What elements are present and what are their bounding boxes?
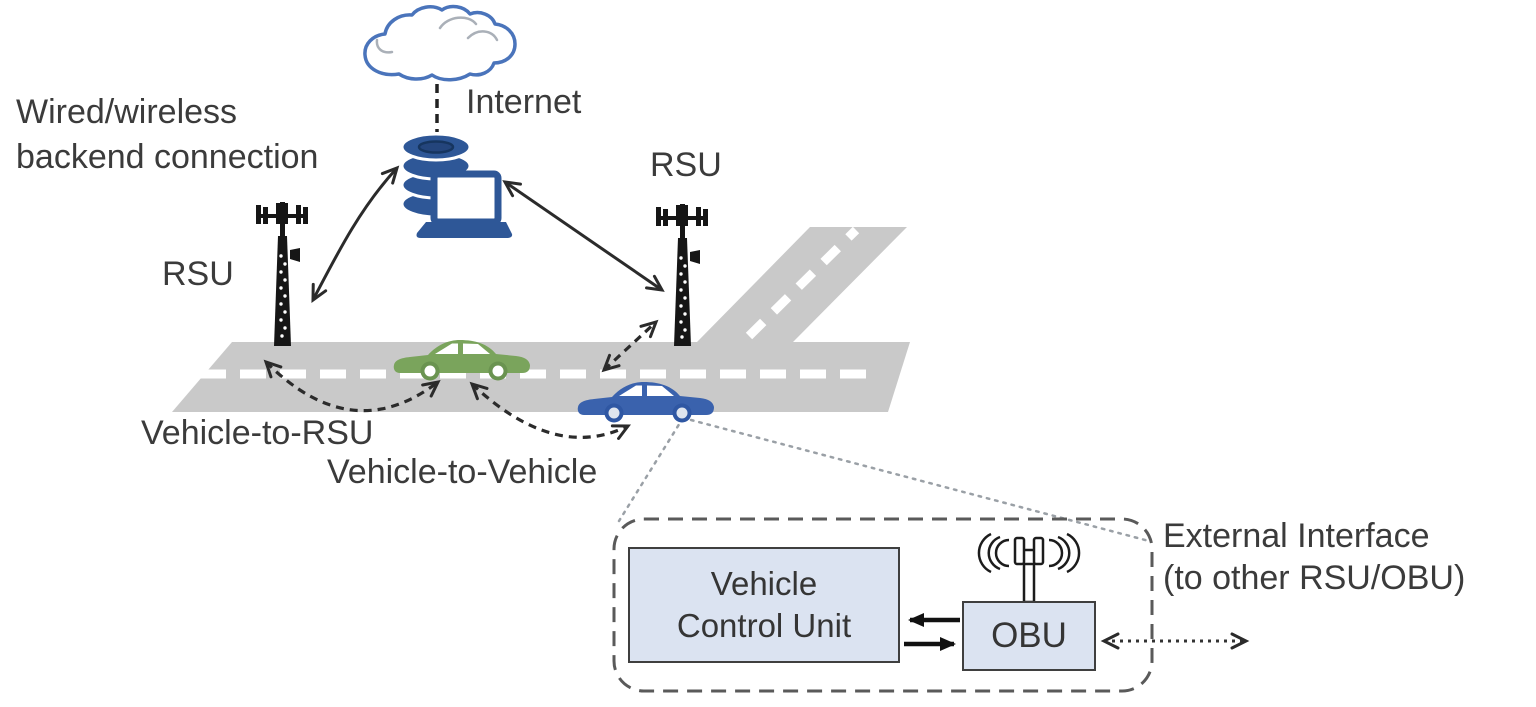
backend-database-icon [400,132,513,238]
vehicle-to-vehicle-arrow [469,381,632,440]
vehicle-to-rsu-arrow [263,359,441,413]
obu-detail-dashed-box [612,517,1154,693]
obu-antenna-icon [977,532,1081,604]
backend-laptop-icon [416,170,513,238]
vehicle-to-vehicle-label: Vehicle-to-Vehicle [327,450,597,494]
lane-marking-branch [745,226,860,340]
internet-cloud-icon [363,4,517,82]
rsu-tower-right-icon [656,204,708,346]
external-interface-line2: (to other RSU/OBU) [1163,559,1466,598]
backend-connection-line2: backend connection [16,138,319,177]
rsu-right-label: RSU [650,143,722,187]
internet-label-text: Internet [466,83,582,121]
vehicle-control-unit-box: Vehicle Control Unit [628,547,900,663]
backend-link-right-arrow [502,180,665,292]
vehicle-to-rsu-label-text: Vehicle-to-RSU [141,414,374,452]
rsu-right-label-text: RSU [650,146,722,184]
backend-connection-label: Wired/wireless backend connection [16,90,318,180]
vehicle-to-vehicle-label-text: Vehicle-to-Vehicle [327,453,598,491]
internet-label: Internet [466,80,581,124]
rsu-left-label: RSU [162,252,234,296]
rsu-tower-left-icon [256,202,308,346]
obu-box: OBU [962,601,1096,671]
backend-link-left-arrow [311,165,400,303]
external-interface-label: External Interface (to other RSU/OBU) [1163,515,1465,599]
callout-line-left [617,416,685,523]
external-interface-line1: External Interface [1163,517,1430,555]
rsu-left-label-text: RSU [162,255,234,293]
vcu-label-line1: Vehicle [710,564,818,602]
vehicle-to-rsu-label: Vehicle-to-RSU [141,411,373,455]
backend-connection-line1: Wired/wireless [16,93,238,131]
obu-label-text: OBU [991,615,1067,655]
vcu-label-line2: Control Unit [676,607,852,644]
vehicle-to-rsu-right-arrow [601,319,659,373]
callout-line-right [689,418,1151,543]
